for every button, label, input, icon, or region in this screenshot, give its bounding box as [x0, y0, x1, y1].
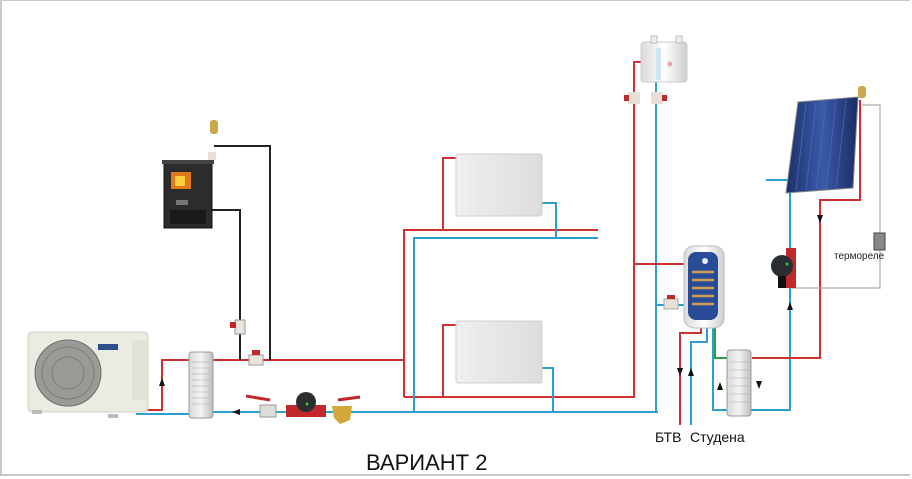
- pipe-dhw-cold: [690, 328, 708, 425]
- solar-air-vent: [858, 86, 866, 98]
- pipe-lower-rad-feed: [442, 324, 458, 397]
- pipes: [136, 61, 881, 425]
- plate-heat-exchanger-main: [188, 351, 214, 419]
- thermostat-sensor-line: [792, 104, 881, 289]
- valves-left: [230, 319, 264, 366]
- stove-valve: [208, 152, 216, 160]
- ball-valve: [234, 319, 246, 335]
- ball-valve: [259, 404, 277, 418]
- valve: [628, 92, 640, 104]
- pipe-riser-return: [413, 237, 598, 412]
- pipe-dhw-hx-blue-right: [748, 179, 791, 411]
- pipe-lower-rad-return: [540, 367, 554, 412]
- radiator-upper: [455, 153, 543, 217]
- arrow-left-icon: [232, 409, 240, 415]
- expansion-tank: [624, 35, 688, 104]
- ball-valve: [248, 354, 264, 366]
- flow-arrows: [159, 215, 823, 415]
- pipe-stove-top: [214, 145, 271, 360]
- return-line-components: [245, 392, 361, 424]
- pipe-solar-supply: [752, 100, 861, 359]
- wood-stove: [162, 120, 218, 229]
- arrow-down-icon: [677, 368, 683, 376]
- main-circulation-pump: [286, 392, 326, 417]
- diagram-title: ВАРИАНТ 2: [366, 450, 487, 475]
- arrow-up-icon: [159, 378, 165, 386]
- boiler-return-valve: [663, 298, 679, 310]
- hot-water-label: БТВ: [655, 429, 681, 445]
- solar-circulation-pump: [771, 248, 796, 288]
- valve: [651, 92, 663, 104]
- arrow-up-icon: [688, 368, 694, 376]
- pipe-dhw-hot: [679, 328, 702, 425]
- thermostat-label: термореле: [834, 251, 885, 262]
- pipe-riser-supply: [403, 229, 598, 397]
- solar-collector: [785, 86, 866, 194]
- thermostat-relay: [873, 232, 886, 251]
- radiator-lower: [455, 320, 543, 384]
- arrow-up-icon: [717, 382, 723, 390]
- fan-grille-icon: [34, 339, 102, 407]
- strainer-valve: [332, 395, 361, 424]
- water-heater-boiler: [683, 245, 725, 329]
- cold-water-label: Студена: [690, 429, 745, 445]
- pipe-upper-rad-supply: [442, 157, 458, 230]
- air-vent-valve: [210, 120, 218, 134]
- heat-pump-outdoor-unit: [27, 331, 149, 418]
- plate-heat-exchanger-dhw: [726, 349, 752, 417]
- brand-logo: [98, 344, 118, 350]
- arrow-down-icon: [817, 215, 823, 223]
- arrow-up-icon: [787, 302, 793, 310]
- pipe-upper-rad-return: [540, 202, 557, 238]
- pipe-stove-bottom: [212, 209, 241, 360]
- arrow-down-icon: [756, 381, 762, 389]
